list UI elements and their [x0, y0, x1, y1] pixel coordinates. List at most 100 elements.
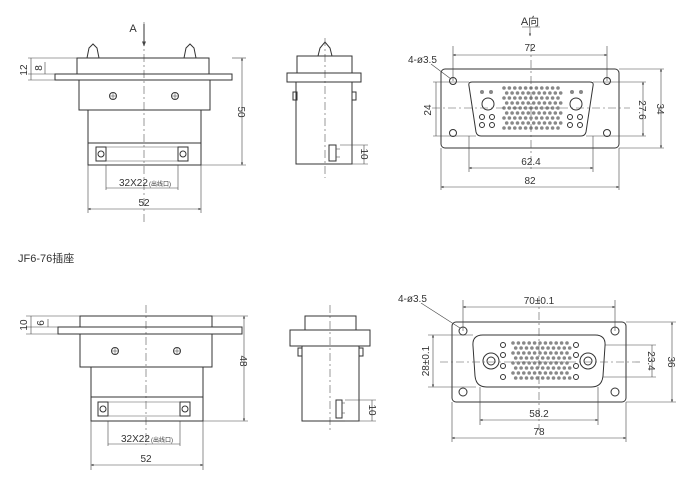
contact-pin: [548, 91, 552, 95]
contact-pin: [535, 376, 540, 380]
contact-pin: [540, 86, 544, 90]
contact-pin: [511, 371, 515, 375]
top-side-dim-10: 10: [358, 148, 369, 160]
contact-pin: [516, 371, 521, 375]
contact-pin: [549, 351, 553, 355]
contact-pin: [529, 116, 533, 120]
contact-pin: [513, 376, 518, 380]
contact-pin: [518, 86, 522, 90]
contact-pin: [550, 96, 555, 100]
contact-pin: [524, 346, 529, 350]
contact-pin: [540, 356, 545, 360]
contact-pin: [558, 91, 563, 95]
contact-pin: [510, 111, 514, 115]
contact-pin: [530, 356, 534, 360]
contact-pin: [545, 86, 549, 90]
contact-pin: [531, 91, 536, 95]
contact-pin: [551, 366, 556, 370]
bot-dim-23-4: 23.4: [645, 351, 656, 371]
contact-pin: [543, 371, 548, 375]
contact-pin: [513, 366, 518, 370]
contact-pin: [567, 346, 572, 350]
contact-pin: [502, 126, 506, 130]
bottom-side-view: 10: [289, 305, 377, 430]
contact-pin: [511, 351, 515, 355]
contact-pin: [542, 121, 547, 125]
contact-pin: [507, 96, 512, 100]
contact-pin: [504, 121, 509, 125]
contact-pin: [557, 346, 561, 350]
top-dim-12: 12: [19, 64, 30, 76]
contact-pin: [513, 356, 518, 360]
contact-pin: [559, 371, 564, 375]
bot-slot-label: 32X22: [121, 434, 150, 445]
contact-pin: [531, 111, 536, 115]
contact-pin: [553, 111, 558, 115]
contact-pin: [518, 116, 522, 120]
contact-pin: [558, 121, 563, 125]
top-slot-note: (出线口): [149, 180, 171, 188]
bot-dim-36: 36: [665, 356, 676, 368]
contact-pin: [519, 346, 523, 350]
contact-pin: [537, 91, 541, 95]
top-dim-24: 24: [423, 104, 434, 116]
contact-pin: [521, 91, 525, 95]
contact-pin: [519, 356, 523, 360]
contact-pin: [504, 111, 509, 115]
contact-pin: [534, 86, 539, 90]
contact-pin: [545, 126, 549, 130]
contact-pin: [534, 106, 539, 110]
top-dim-52: 52: [138, 198, 150, 209]
contact-pin: [554, 371, 558, 375]
contact-pin: [526, 121, 531, 125]
top-side-view: 10: [286, 38, 369, 178]
contact-pin: [556, 106, 560, 110]
contact-pin: [515, 101, 520, 105]
contact-pin: [549, 361, 553, 365]
contact-pin: [526, 101, 531, 105]
contact-pin: [507, 126, 512, 130]
contact-pin: [540, 116, 544, 120]
contact-pin: [538, 351, 542, 355]
contact-pin: [557, 356, 561, 360]
contact-pin: [530, 376, 534, 380]
contact-pin: [518, 96, 522, 100]
contact-pin: [567, 376, 572, 380]
contact-pin: [553, 91, 558, 95]
contact-pin: [532, 351, 537, 355]
contact-pin: [545, 116, 549, 120]
top-dim-8: 8: [34, 65, 45, 71]
top-dim-72: 72: [524, 43, 536, 54]
contact-pin: [543, 341, 548, 345]
contact-pin: [534, 96, 539, 100]
contact-pin: [557, 376, 561, 380]
contact-pin: [556, 96, 560, 100]
contact-pin: [511, 341, 515, 345]
contact-pin: [522, 351, 526, 355]
contact-pin: [502, 116, 506, 120]
contact-pin: [553, 121, 558, 125]
contact-pin: [530, 366, 534, 370]
top-dim-34: 34: [654, 103, 665, 115]
contact-pin: [549, 371, 553, 375]
contact-pin: [516, 341, 521, 345]
contact-pin: [548, 121, 552, 125]
contact-pin: [507, 106, 512, 110]
contact-pin: [524, 376, 529, 380]
contact-pin: [515, 111, 520, 115]
contact-pin: [546, 346, 550, 350]
bottom-face-pin-grid: [500, 341, 579, 380]
contact-pin: [519, 376, 523, 380]
contact-pin: [510, 121, 514, 125]
contact-pin: [513, 126, 517, 130]
contact-pin: [557, 366, 561, 370]
top-holes-label: 4-ø3.5: [408, 55, 437, 66]
top-dim-27-6: 27.6: [636, 100, 647, 120]
contact-pin: [556, 116, 560, 120]
contact-pin: [532, 371, 537, 375]
contact-pin: [518, 106, 522, 110]
contact-pin: [550, 126, 555, 130]
contact-pin: [521, 101, 525, 105]
contact-pin: [540, 346, 545, 350]
